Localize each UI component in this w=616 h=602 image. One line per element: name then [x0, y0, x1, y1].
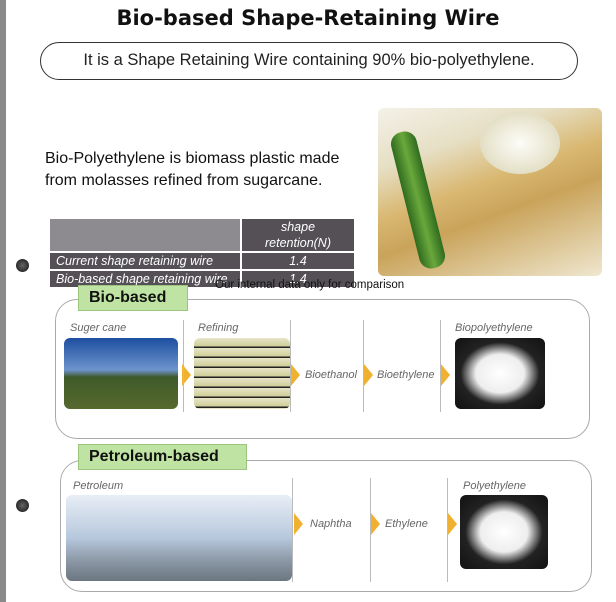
divider — [440, 320, 441, 412]
row-value: 1.4 — [242, 253, 354, 269]
intro-line: from molasses refined from sugarcane. — [45, 172, 323, 189]
divider — [370, 478, 371, 582]
refinery-photo — [66, 495, 292, 581]
sugar-crystals — [480, 112, 560, 174]
chevron-icon — [371, 513, 380, 535]
bio-process-box — [55, 299, 590, 439]
chevron-icon — [448, 513, 457, 535]
page-edge — [0, 0, 6, 602]
divider — [447, 478, 448, 582]
intro-line: Bio-Polyethylene is biomass plastic made — [45, 150, 340, 167]
chevron-icon — [441, 364, 450, 386]
header-cell: shape retention(N) — [242, 219, 354, 251]
table-note: Our internal data only for comparison — [215, 279, 405, 291]
divider — [290, 320, 291, 412]
punch-hole — [16, 259, 29, 272]
step-label: Bioethanol — [305, 369, 357, 381]
step-label: Suger cane — [70, 322, 127, 334]
divider — [183, 320, 184, 412]
step-label: Ethylene — [385, 518, 428, 530]
divider — [292, 478, 293, 582]
step-label: Biopolyethylene — [455, 322, 533, 334]
polyethylene-pellets-photo — [460, 495, 548, 569]
chevron-icon — [182, 364, 191, 386]
page-title: Bio-based Shape-Retaining Wire — [116, 6, 500, 30]
chevron-icon — [294, 513, 303, 535]
table-header: shape retention(N) — [50, 219, 354, 251]
chevron-icon — [364, 364, 373, 386]
divider — [363, 320, 364, 412]
punch-hole — [16, 499, 29, 512]
biopolyethylene-pellets-photo — [455, 338, 545, 409]
intro-text: Bio-Polyethylene is biomass plastic made… — [45, 148, 339, 192]
sugarcane-field-photo — [64, 338, 178, 409]
step-label: Polyethylene — [463, 480, 526, 492]
step-label: Petroleum — [73, 480, 124, 492]
petroleum-process-box — [60, 460, 592, 592]
row-label: Current shape retaining wire — [50, 253, 240, 269]
chevron-icon — [291, 364, 300, 386]
row-value: 1.4 — [242, 271, 354, 287]
step-label: Naphtha — [310, 518, 352, 530]
row-label: Bio-based shape retaining wire — [50, 271, 240, 287]
subtitle-banner: It is a Shape Retaining Wire containing … — [40, 42, 578, 80]
step-label: Refining — [198, 322, 239, 334]
comparison-table: shape retention(N) Current shape retaini… — [48, 217, 356, 289]
bio-tag: Bio-based — [78, 285, 188, 311]
refining-photo — [194, 338, 290, 409]
petroleum-tag: Petroleum-based — [78, 444, 247, 470]
header-cell — [50, 219, 240, 251]
step-label: Bioethylene — [377, 369, 435, 381]
